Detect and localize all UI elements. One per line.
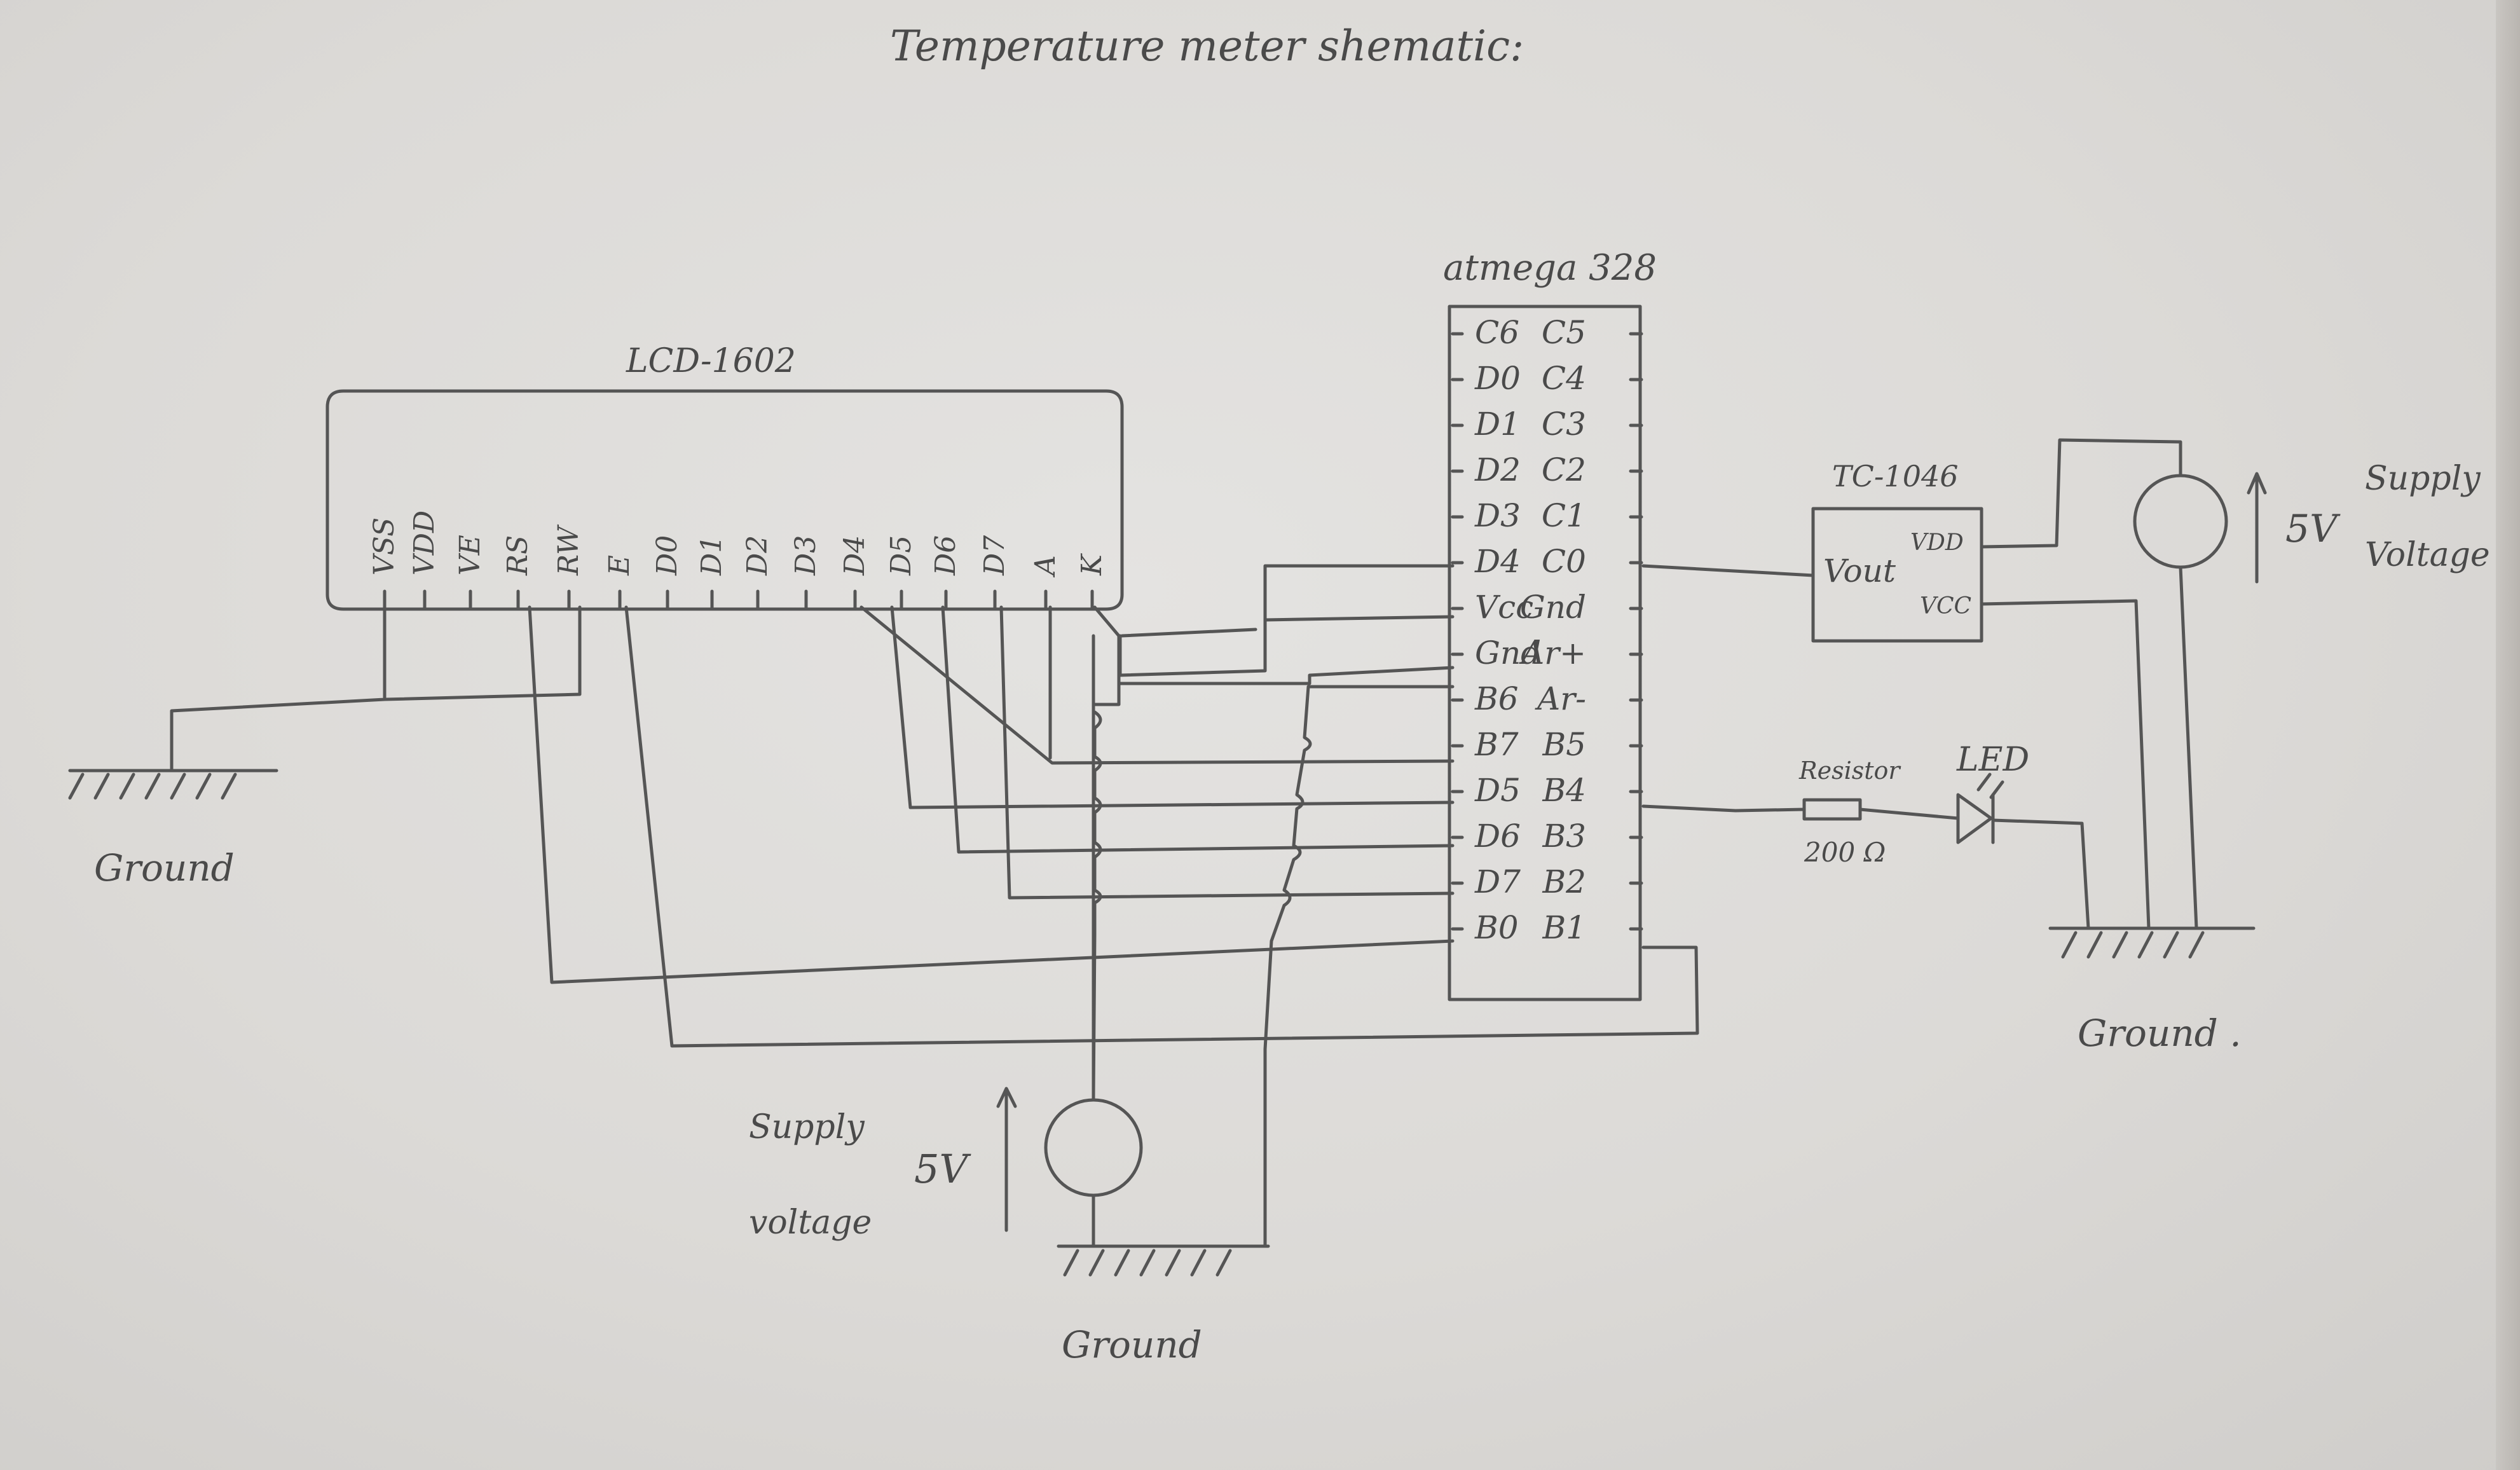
ground-symbol-right — [2048, 926, 2256, 959]
mcu-left-pin-label: D4 — [1474, 543, 1521, 580]
ground-symbol-left — [68, 769, 278, 800]
ground-right-label: Ground . — [2078, 1012, 2242, 1055]
sensor-vdd-label: VDD — [1910, 530, 1964, 556]
schematic-title: Temperature meter shematic: — [890, 22, 1524, 71]
lcd-pin-label: D7 — [978, 535, 1011, 576]
lcd-body — [325, 389, 1124, 611]
ground-bottom-label: Ground — [1062, 1323, 1202, 1366]
wire-k-ground — [1093, 605, 1121, 706]
supply-left-source — [996, 1087, 1143, 1232]
wire-d6-d6 — [941, 605, 1455, 854]
paper-edge — [2496, 0, 2520, 1470]
mcu-left-pin-label: D6 — [1474, 818, 1521, 855]
mcu-right-pin-label: B1 — [1542, 909, 1586, 946]
mcu-right-pin-label: B3 — [1542, 818, 1586, 855]
lcd-pin-label: D2 — [741, 535, 774, 576]
mcu-right-pin-label: C4 — [1542, 360, 1586, 397]
wire-b4-resistor — [1641, 804, 1806, 813]
mcu-left-pin-label: D3 — [1474, 497, 1521, 534]
lcd-pin-label: RW — [552, 524, 585, 576]
mcu-left-pin-label: C6 — [1475, 314, 1519, 351]
supply-right-source — [2133, 472, 2267, 584]
wire-mcu-d4 — [1118, 564, 1455, 677]
mcu-left-pin-label: B6 — [1474, 680, 1519, 717]
mcu-left-pin-label: Vcc — [1475, 589, 1533, 626]
mcu-left-pin-label: D1 — [1474, 406, 1521, 443]
mcu-right-pin-label: B2 — [1542, 863, 1586, 900]
led-symbol — [1956, 773, 2004, 844]
lcd-pin-label: VSS — [368, 518, 401, 575]
lcd-pin-label: A — [1029, 555, 1062, 578]
supply-right-label-2: Voltage — [2365, 536, 2490, 574]
wire-sensor-vdd — [1980, 438, 2182, 549]
mcu-left-pin-label: D7 — [1474, 863, 1521, 900]
wire-vss-rw-ground — [170, 605, 582, 773]
wire-d4-b7 — [859, 605, 1455, 765]
lcd-pin-label: D5 — [885, 535, 917, 576]
ground-left-label: Ground — [94, 846, 235, 890]
wire-resistor-led — [1858, 807, 1960, 820]
wire-rs-b0 — [528, 605, 1455, 984]
wire-supply-right-ground — [2179, 565, 2198, 930]
mcu-right-pin-label: C3 — [1542, 406, 1586, 443]
mcu-left-pin-label: Gnd — [1475, 635, 1541, 671]
mcu-right-pin-label: Gnd — [1520, 589, 1586, 626]
supply-right-label-1: Supply — [2365, 460, 2481, 498]
supply-left-label-2: voltage — [749, 1204, 872, 1242]
wire-bus-right — [1263, 685, 1455, 1248]
resistor-value: 200 Ω — [1804, 837, 1886, 868]
mcu-right-pin-label: C2 — [1542, 451, 1586, 488]
wire-d7-d7 — [999, 605, 1455, 900]
lcd-pin-label: VE — [454, 535, 486, 575]
resistor-body — [1802, 798, 1862, 821]
lcd-pin-label: K — [1076, 553, 1108, 576]
lcd-pin-label: D0 — [651, 535, 683, 576]
led-label: LED — [1956, 741, 2029, 779]
lcd-pin-label: D4 — [839, 535, 871, 576]
wire-led-ground — [1991, 818, 2090, 930]
wire-e-b1 — [624, 605, 1699, 1048]
mcu-left-pin-label: B0 — [1474, 909, 1519, 946]
sensor-vcc-label: VCC — [1920, 593, 1971, 619]
mcu-right-pin-label: Ar- — [1535, 680, 1586, 717]
mcu-left-pin-label: B7 — [1474, 726, 1519, 763]
mcu-pins: C6D0D1D2D3D4VccGndB6B7D5D6D7B0C5C4C3C2C1… — [1451, 314, 1643, 946]
wire-d5-d5 — [890, 605, 1455, 809]
sensor-name: TC-1046 — [1832, 459, 1959, 493]
mcu-left-pin-label: D0 — [1474, 360, 1521, 397]
lcd-pin-label: VDD — [408, 511, 441, 575]
lcd-pin-label: D3 — [790, 535, 822, 576]
mcu-right-pin-label: B5 — [1542, 726, 1586, 763]
mcu-right-pin-label: C5 — [1542, 314, 1586, 351]
wire-mcu-gnd — [1117, 666, 1455, 685]
mcu-name: atmega 328 — [1443, 247, 1657, 289]
lcd-pin-label: E — [603, 555, 636, 576]
mcu-right-pin-label: Ar+ — [1519, 635, 1586, 671]
supply-left-voltage: 5V — [914, 1146, 971, 1192]
wire-a-supply — [1048, 605, 1095, 1102]
wire-c0-vout — [1641, 564, 1815, 577]
mcu-right-pin-label: C0 — [1542, 543, 1586, 580]
ground-symbol-bottom — [1057, 1244, 1270, 1277]
mcu-right-pin-label: C1 — [1542, 497, 1586, 534]
mcu-left-pin-label: D2 — [1474, 451, 1521, 488]
sensor-vout-label: Vout — [1823, 553, 1896, 589]
lcd-pin-label: RS — [502, 535, 534, 576]
supply-left-label-1: Supply — [749, 1108, 865, 1146]
mcu-left-pin-label: D5 — [1474, 772, 1521, 809]
wire-sensor-vcc — [1980, 599, 2151, 930]
lcd-name: LCD-1602 — [626, 342, 796, 380]
lcd-pin-label: D1 — [695, 535, 728, 576]
wires — [170, 438, 2198, 1248]
wire-crossings — [1093, 710, 1102, 937]
mcu-right-pin-label: B4 — [1542, 772, 1586, 809]
resistor-label: Resistor — [1798, 757, 1901, 785]
supply-right-voltage: 5V — [2285, 507, 2341, 551]
lcd-pin-label: D6 — [929, 535, 962, 576]
wire-mcu-vcc — [1120, 615, 1455, 638]
